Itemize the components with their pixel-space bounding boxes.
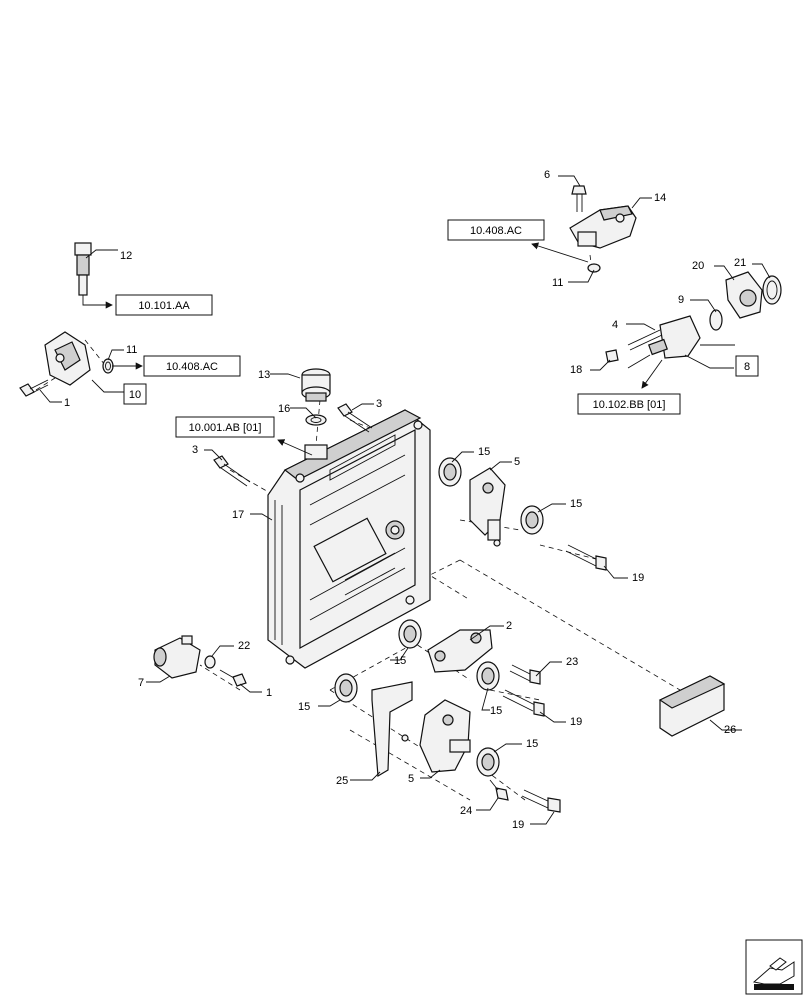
bolt-3-top [337,403,373,433]
item-box-10: 10 [123,383,147,405]
speed-sensor-left[interactable] [44,331,91,386]
bolt-6 [571,185,587,212]
callout-11-left: 11 [126,344,137,356]
bolt-24 [489,779,509,801]
bolt-19-middle [502,689,545,717]
callout-15-a: 15 [478,446,490,458]
callout-23: 23 [566,656,578,668]
bolt-19-upper [565,544,607,571]
callout-17: 17 [232,509,244,521]
callout-1-upper: 1 [64,397,70,409]
callout-16: 16 [278,403,290,415]
connector-7[interactable] [153,635,201,679]
callout-15-b: 15 [570,498,582,510]
ecu-housing[interactable] [267,409,431,669]
washer-16 [305,414,327,426]
callout-9: 9 [678,294,684,306]
callout-22: 22 [238,640,250,652]
callout-24: 24 [460,805,472,817]
bolt-19-lower [521,789,561,813]
nut-15-d[interactable] [476,661,500,691]
callout-5-lower: 5 [408,773,414,785]
callout-25: 25 [336,775,348,787]
nut-18 [605,349,619,363]
svg-text:10.101.AA: 10.101.AA [138,300,190,312]
cover-26[interactable] [658,675,726,737]
o-ring-11-top [587,263,601,273]
callout-21: 21 [734,257,746,269]
pressure-sensor-14[interactable] [569,205,637,249]
fitting-13[interactable] [301,368,331,402]
callout-20: 20 [692,260,704,272]
seal-21 [762,275,782,305]
washer-22 [204,655,216,669]
nut-15-e[interactable] [334,673,358,703]
callout-6: 6 [544,169,550,181]
temperature-sensor[interactable] [74,242,92,300]
leader-lines [39,175,771,825]
nut-15-b[interactable] [520,505,544,535]
page-corner-icon[interactable] [745,939,803,995]
nut-15-a[interactable] [438,457,462,487]
callout-19-middle: 19 [570,716,582,728]
svg-text:10: 10 [129,389,141,401]
nut-15-f[interactable] [476,747,500,777]
callout-14: 14 [654,192,666,204]
bracket-2[interactable] [427,629,493,673]
callout-labels: 12 1 11 13 16 3 3 17 6 14 11 20 21 9 4 1… [64,169,746,831]
svg-text:10.408.AC: 10.408.AC [470,225,522,237]
ref-box-10-001-ab[interactable]: 10.001.AB [01] [175,416,275,438]
callout-26: 26 [724,724,736,736]
callout-15-d: 15 [490,705,502,717]
callout-1-lower: 1 [266,687,272,699]
callout-4: 4 [612,319,618,331]
item-box-8: 8 [735,355,759,377]
svg-text:8: 8 [744,361,750,373]
svg-text:10.408.AC: 10.408.AC [166,361,218,373]
callout-2: 2 [506,620,512,632]
bolt-23 [509,664,541,685]
callout-3-top: 3 [376,398,382,410]
nut-15-c[interactable] [398,619,422,649]
callout-19-lower: 19 [512,819,524,831]
callout-15-c: 15 [394,655,406,667]
callout-3-left: 3 [192,444,198,456]
callout-11-top: 11 [552,277,563,289]
svg-text:10.102.BB [01]: 10.102.BB [01] [593,399,666,411]
callout-15-f: 15 [526,738,538,750]
bracket-5-upper[interactable] [469,467,506,547]
sensor-8[interactable] [627,315,701,369]
callout-7: 7 [138,677,144,689]
callout-5-upper: 5 [514,456,520,468]
callout-13: 13 [258,369,270,381]
callout-18: 18 [570,364,582,376]
svg-text:10.001.AB [01]: 10.001.AB [01] [189,422,262,434]
sensor-20[interactable] [725,271,763,319]
bracket-5-lower[interactable] [419,699,471,773]
bolt-1-lower [219,669,247,687]
ref-box-10-101-aa[interactable]: 10.101.AA [115,294,213,316]
o-ring-11-left [102,358,114,374]
ref-box-10-408-ac-left[interactable]: 10.408.AC [143,355,241,377]
callout-12: 12 [120,250,132,262]
support-bracket-25[interactable] [371,681,413,778]
callout-15-e: 15 [298,701,310,713]
bolt-1-left [19,379,49,397]
callout-19-upper: 19 [632,572,644,584]
o-ring-9 [709,309,723,331]
pin-4 [627,329,663,351]
ref-box-10-102-bb[interactable]: 10.102.BB [01] [577,393,681,415]
ref-box-10-408-ac-top[interactable]: 10.408.AC [447,219,545,241]
